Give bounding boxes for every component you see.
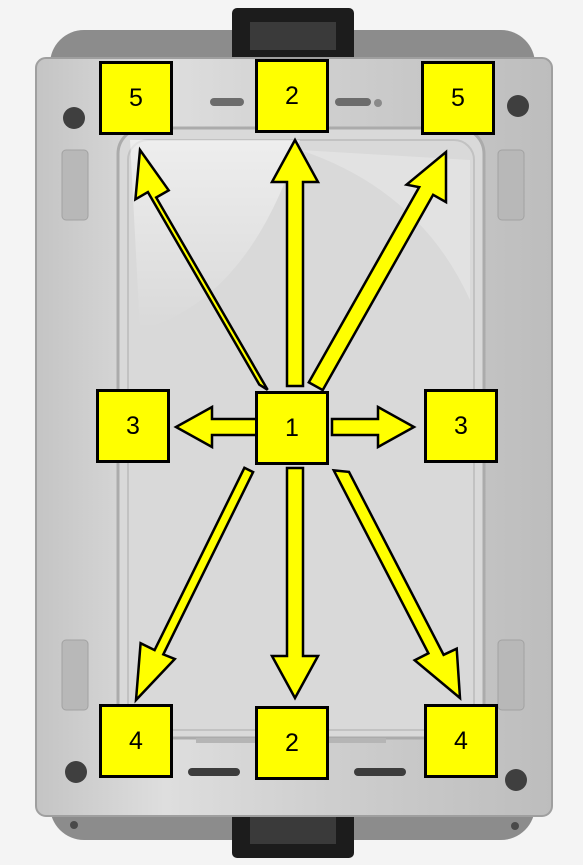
mount-hole — [507, 95, 529, 117]
arrow-to-top-right — [307, 149, 448, 392]
box-bottom-center: 2 — [255, 706, 329, 780]
box-top-left: 5 — [99, 61, 173, 135]
arrow-to-top-left — [133, 146, 269, 391]
box-top-center: 2 — [255, 59, 329, 133]
arrow-to-bottom-center — [269, 466, 321, 701]
arrow-to-bottom-right — [331, 468, 462, 701]
mount-hole — [63, 107, 85, 129]
arrow-to-middle-right — [330, 404, 417, 450]
box-center: 1 — [255, 391, 329, 465]
arrow-to-middle-left — [173, 404, 260, 450]
arrow-to-top-center — [269, 137, 321, 388]
arrow-to-bottom-left — [134, 466, 255, 704]
mount-hole — [65, 761, 87, 783]
box-middle-right: 3 — [424, 389, 498, 463]
box-bottom-right: 4 — [424, 704, 498, 778]
box-bottom-left: 4 — [99, 704, 173, 778]
box-middle-left: 3 — [96, 389, 170, 463]
box-top-right: 5 — [421, 61, 495, 135]
mount-hole — [505, 769, 527, 791]
